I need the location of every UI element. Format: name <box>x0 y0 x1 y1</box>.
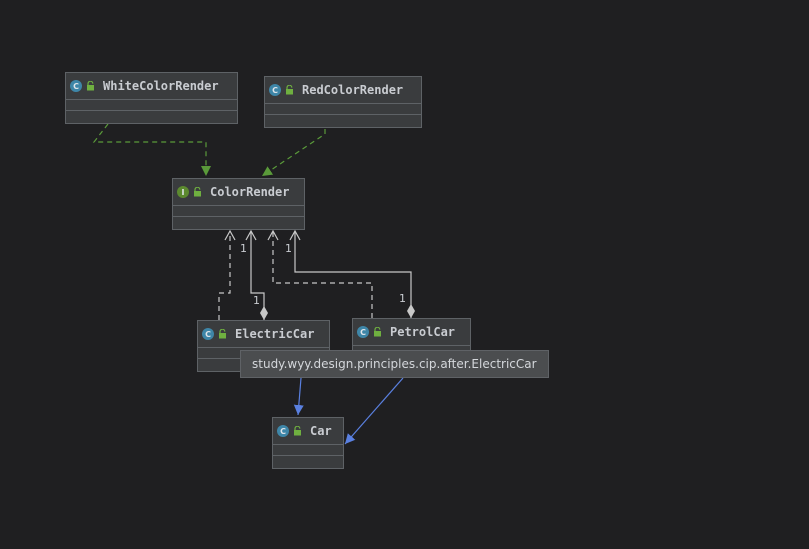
edge-petrol-extends-car <box>344 377 404 445</box>
class-name: PetrolCar <box>390 325 456 339</box>
class-name: Car <box>310 424 332 438</box>
methods-section <box>273 456 343 467</box>
fields-section <box>265 104 421 115</box>
multiplicity-electric-target: 1 <box>240 242 247 255</box>
class-node-white-color-render[interactable]: C WhiteColorRender <box>65 72 238 124</box>
class-kind-icon: C <box>269 84 281 96</box>
interface-kind-icon: I <box>177 186 189 198</box>
public-access-icon <box>194 187 201 197</box>
class-name: ElectricCar <box>235 327 315 341</box>
fields-section <box>273 445 343 456</box>
class-name: WhiteColorRender <box>103 79 219 93</box>
class-kind-icon: C <box>277 425 289 437</box>
public-access-icon <box>87 81 94 91</box>
multiplicity-petrol-target: 1 <box>285 242 292 255</box>
class-node-car[interactable]: C Car <box>272 417 344 469</box>
multiplicity-petrol-source: 1 <box>399 292 406 305</box>
methods-section <box>265 115 421 126</box>
edge-electric-composition-colorrender <box>245 229 268 320</box>
edge-electric-dependency-colorrender <box>218 229 236 320</box>
class-name: RedColorRender <box>302 83 404 97</box>
edge-red-implements-colorrender <box>261 129 326 177</box>
class-kind-icon: C <box>202 328 214 340</box>
edge-electric-extends-car <box>293 377 304 416</box>
edge-petrol-composition-colorrender <box>289 229 415 318</box>
public-access-icon <box>374 327 381 337</box>
interface-node-color-render[interactable]: I ColorRender <box>172 178 305 230</box>
methods-section <box>173 217 304 228</box>
public-access-icon <box>294 426 301 436</box>
class-fqn-tooltip: study.wyy.design.principles.cip.after.El… <box>240 350 549 378</box>
fields-section <box>66 100 237 111</box>
class-node-red-color-render[interactable]: C RedColorRender <box>264 76 422 128</box>
public-access-icon <box>286 85 293 95</box>
edge-white-implements-colorrender <box>92 123 211 176</box>
class-kind-icon: C <box>357 326 369 338</box>
fields-section <box>173 206 304 217</box>
methods-section <box>66 111 237 122</box>
public-access-icon <box>219 329 226 339</box>
class-name: ColorRender <box>210 185 290 199</box>
class-kind-icon: C <box>70 80 82 92</box>
multiplicity-electric-source: 1 <box>253 294 260 307</box>
